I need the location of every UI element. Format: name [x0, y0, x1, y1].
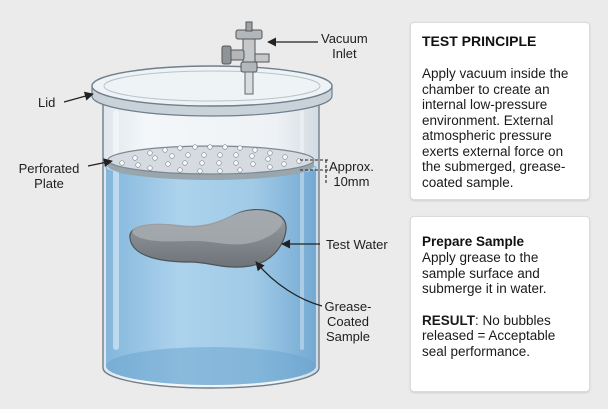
sample-label: Grease- Coated Sample [324, 299, 372, 344]
prepare-sample-text: Apply grease to the sample surface and s… [422, 250, 547, 296]
perforated-plate-label: Perforated Plate [18, 161, 80, 191]
procedure-card: Prepare Sample Apply grease to the sampl… [410, 216, 590, 392]
test-principle-title: TEST PRINCIPLE [422, 33, 537, 49]
test-principle-text: Apply vacuum inside the chamber to creat… [422, 66, 569, 190]
vacuum-inlet-label: Vacuum Inlet [321, 31, 368, 61]
gap-dimension-bracket [300, 159, 328, 183]
lid-arrow [63, 91, 94, 103]
glass-highlight [113, 110, 119, 350]
sample-arrow [255, 261, 323, 307]
perforated-plate [107, 144, 315, 180]
vacuum-valve [221, 21, 270, 95]
perforated-plate-arrow [87, 158, 113, 168]
grease-coated-sample [129, 208, 287, 268]
test-water-label: Test Water [326, 237, 388, 252]
test-principle-card: TEST PRINCIPLE Apply vacuum inside the c… [410, 22, 590, 200]
chamber-lid [91, 65, 333, 117]
result-label: RESULT [422, 312, 475, 328]
lid-label: Lid [38, 95, 56, 110]
glass-highlight [300, 110, 304, 350]
gap-label: Approx. 10mm [329, 159, 374, 189]
result-description: : No bubbles released = Acceptable seal … [422, 312, 556, 359]
prepare-sample-title: Prepare Sample [422, 234, 525, 249]
result-text: RESULT: No bubbles released = Acceptable… [422, 313, 579, 360]
chamber-bottom [106, 347, 316, 385]
